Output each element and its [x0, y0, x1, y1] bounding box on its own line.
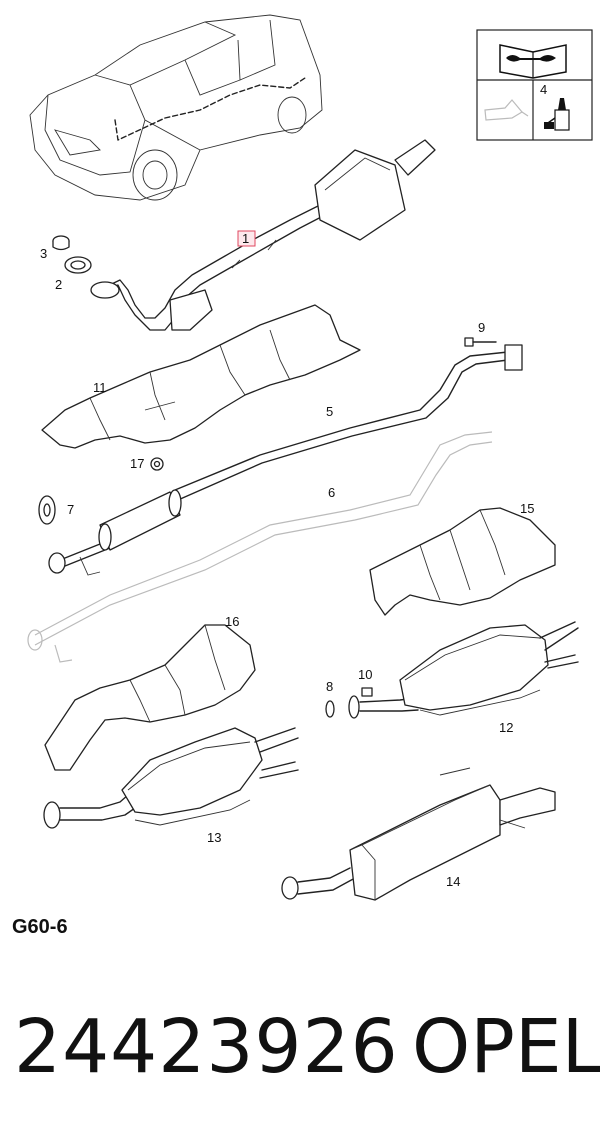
callout-3: 3 — [40, 246, 47, 261]
callout-6: 6 — [328, 485, 335, 500]
part-9-bolt — [464, 337, 497, 347]
callout-4: 4 — [540, 82, 547, 97]
callout-5: 5 — [326, 404, 333, 419]
callout-15: 15 — [520, 501, 534, 516]
brand-name: OPEL — [412, 1004, 600, 1090]
part-7-rubber-mount — [38, 495, 56, 525]
info-panel: 4 — [476, 29, 593, 141]
part-17-nut — [150, 457, 164, 471]
callout-17: 17 — [130, 456, 144, 471]
part-16-heat-shield — [44, 624, 256, 771]
exhaust-system-diagram: 4 — [27, 14, 593, 901]
callout-14: 14 — [446, 874, 460, 889]
part-13-rear-silencer — [43, 727, 299, 829]
callout-12: 12 — [499, 720, 513, 735]
part-11-heat-shield — [41, 304, 361, 449]
callout-2: 2 — [55, 277, 62, 292]
part-12-rear-silencer — [348, 621, 579, 719]
car-outline-icon — [29, 14, 323, 201]
callout-11: 11 — [93, 380, 107, 395]
sealant-tube-icon — [544, 98, 570, 131]
part-8-seal-ring — [325, 700, 335, 718]
part-1-front-pipe-catalytic-converter — [90, 139, 436, 331]
part-3-nut — [52, 235, 70, 251]
part-2-gasket — [64, 256, 92, 274]
part-10-bolt — [361, 687, 373, 697]
callout-1-highlight — [237, 230, 256, 247]
part-14-rear-silencer — [281, 767, 556, 901]
callout-8: 8 — [326, 679, 333, 694]
callout-10: 10 — [358, 667, 372, 682]
callout-9: 9 — [478, 320, 485, 335]
diagram-code: G60-6 — [12, 916, 68, 938]
part-number: 24423926 — [14, 1004, 399, 1090]
callout-16: 16 — [225, 614, 239, 629]
callout-7: 7 — [67, 502, 74, 517]
part-6-pipe-alternative — [27, 431, 493, 663]
repair-manual-icon — [499, 44, 567, 79]
callout-1: 1 — [242, 231, 249, 246]
part-15-heat-shield — [369, 507, 556, 616]
oil-can-icon — [484, 99, 529, 121]
callout-13: 13 — [207, 830, 221, 845]
part-5-intermediate-pipe — [48, 344, 523, 576]
